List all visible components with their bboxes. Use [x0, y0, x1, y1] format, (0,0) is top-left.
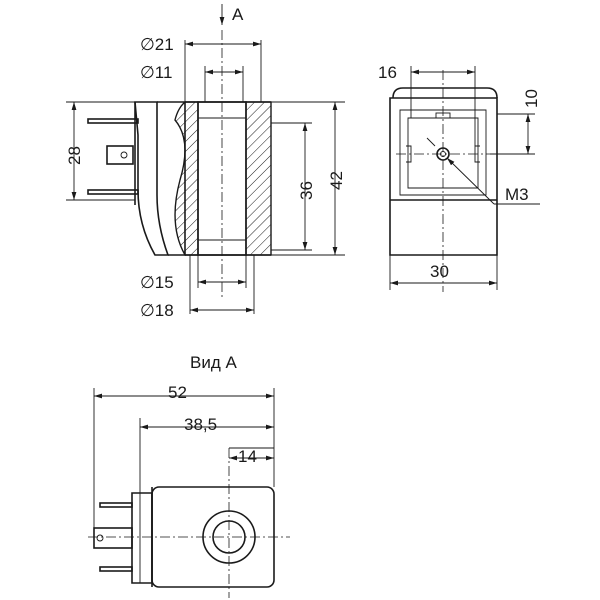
dim-d18: ∅18 [140, 301, 174, 320]
terminal-pins [87, 118, 139, 195]
dim-l52: 52 [168, 383, 187, 402]
dim-d15: ∅15 [140, 273, 174, 292]
dim-l38-5: 38,5 [184, 415, 217, 434]
view-arrow-label: A [232, 5, 244, 24]
connector-housing [389, 97, 498, 256]
dim-thread-m3: M3 [505, 185, 529, 204]
dim-h28: 28 [65, 146, 84, 165]
dim-w16: 16 [378, 63, 397, 82]
section-hatch-right [245, 101, 272, 256]
view-a: Вид А 52 38,5 14 [88, 353, 290, 598]
dim-h36: 36 [297, 181, 316, 200]
section-hatch-left [174, 101, 199, 256]
dim-w30: 30 [430, 262, 449, 281]
dim-h10: 10 [522, 89, 541, 108]
front-view: 16 10 M3 30 [378, 63, 541, 292]
dim-d21: ∅21 [140, 35, 174, 54]
view-a-title: Вид А [190, 353, 237, 372]
dim-d11: ∅11 [140, 63, 172, 82]
dim-l14: 14 [238, 447, 257, 466]
connector-plug [134, 101, 170, 256]
dim-h42: 42 [327, 171, 346, 190]
view-arrow-a: A [219, 4, 244, 25]
side-view: ∅21 ∅11 ∅15 ∅18 28 36 42 [65, 30, 346, 320]
